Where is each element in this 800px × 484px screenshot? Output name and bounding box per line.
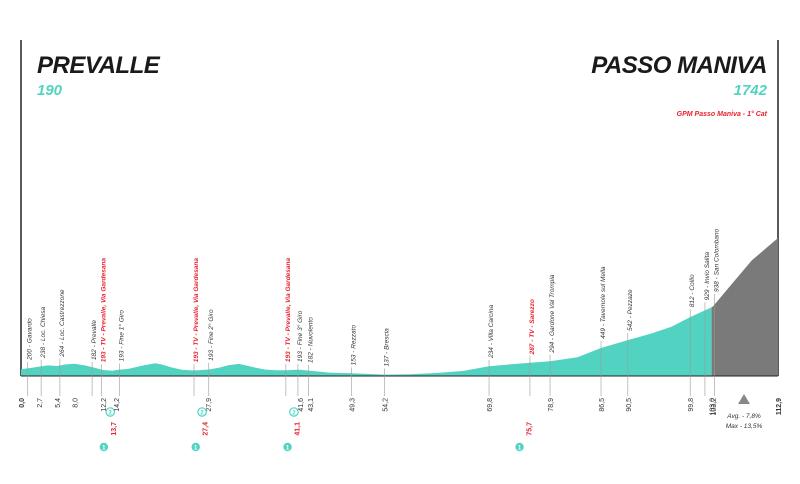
sprint-badge [191,442,200,452]
sprint-badge [515,442,524,452]
sprint-badge [99,442,109,452]
lap-badge [197,407,207,417]
km-tick-label: 112,9 [776,398,783,415]
sprint-km-label: 27,4 [203,422,210,436]
sprint-km-label: 13,7 [111,422,118,436]
km-tick-label: 0,0 [19,398,26,408]
km-tick-label: 14,2 [114,398,121,412]
place-label: 182 - Nuvolento [308,317,315,363]
sprint-badge-number: 1 [194,445,198,451]
place-label: 182 - Prevalle [91,320,98,360]
km-tick-label: 41,6 [298,398,305,412]
place-label: 137 - Brescia [383,328,390,367]
finish-altitude: 1742 [733,82,767,99]
place-label: 542 - Pezzaze [627,289,634,331]
km-tick-label: 12,2 [101,398,108,412]
place-label: 449 - Tavernole sul Mella [600,266,607,339]
place-label: 193 - Fine 3° Giro [296,310,304,362]
sprint-km-label: 41,1 [295,422,302,436]
lap-badge [289,407,299,417]
climb-avg-gradient: Avg. - 7,8% [726,413,761,420]
km-tick-label: 49,3 [350,398,357,412]
place-label: 929 - Invio Salita [704,252,711,301]
km-tick-label: 69,8 [487,398,494,412]
place-label: 287 - TV - Sarezzo [529,299,536,355]
place-label: 234 - Villa Carcina [488,305,495,359]
km-tick-label: 27,9 [206,398,213,412]
km-tick-label: 103,2 [711,398,718,416]
sprint-badge-number: 1 [518,445,522,451]
start-altitude: 190 [37,82,63,99]
climb-icon [738,394,750,404]
km-tick-label: 99,8 [688,398,695,412]
km-tick-label: 43,1 [308,398,315,412]
lap-badge-number: 2 [109,410,113,416]
climb-area [711,238,778,376]
km-tick-label: 86,5 [599,398,606,412]
km-tick-label: 103,0 [710,398,717,416]
place-label: 938 - San Colombano [713,228,720,292]
km-tick-label: 90,5 [626,398,633,412]
km-tick-label: 8,0 [73,398,80,408]
climb-max-gradient: Max - 13,5% [726,423,763,430]
sprint-badge-number: 1 [286,445,290,451]
sprint-badge-number: 1 [102,445,106,451]
lap-badge-number: 2 [292,410,296,416]
finish-town: PASSO MANIVA [591,52,767,79]
place-label: 264 - Loc. Castrezzone [59,289,66,358]
lap-badge-number: 2 [200,410,204,416]
place-label: 200 - Gavardo [27,318,34,361]
profile-area [21,307,712,376]
place-label: 193 - TV - Prevalle, Via Gardesana [100,258,107,363]
place-label: 294 - Gardone Val Trompia [549,274,556,353]
place-label: 193 - TV - Prevalle, Via Gardesana [285,257,292,362]
sprint-km-label: 75,7 [527,422,534,436]
start-town: PREVALLE [37,52,160,79]
sprint-badge [283,442,292,452]
place-label: 193 - TV - Prevalle, Via Gardesana [193,258,200,363]
km-tick-label: 54,2 [382,398,389,412]
place-label: 812 - Collio [689,274,696,307]
place-label: 193 - Fine 1° Giro [118,310,126,362]
km-tick-label: 78,9 [548,398,555,412]
place-label: 193 - Fine 2° Giro [207,309,215,361]
place-label: 153 - Rezzato [351,325,358,366]
place-label: 238 - Loc. Chiesa [40,306,47,358]
km-tick-label: 2,7 [37,398,44,408]
lap-badge [105,407,116,417]
gpm-label: GPM Passo Maniva - 1° Cat [676,111,767,118]
km-tick-label: 5,4 [55,398,62,408]
